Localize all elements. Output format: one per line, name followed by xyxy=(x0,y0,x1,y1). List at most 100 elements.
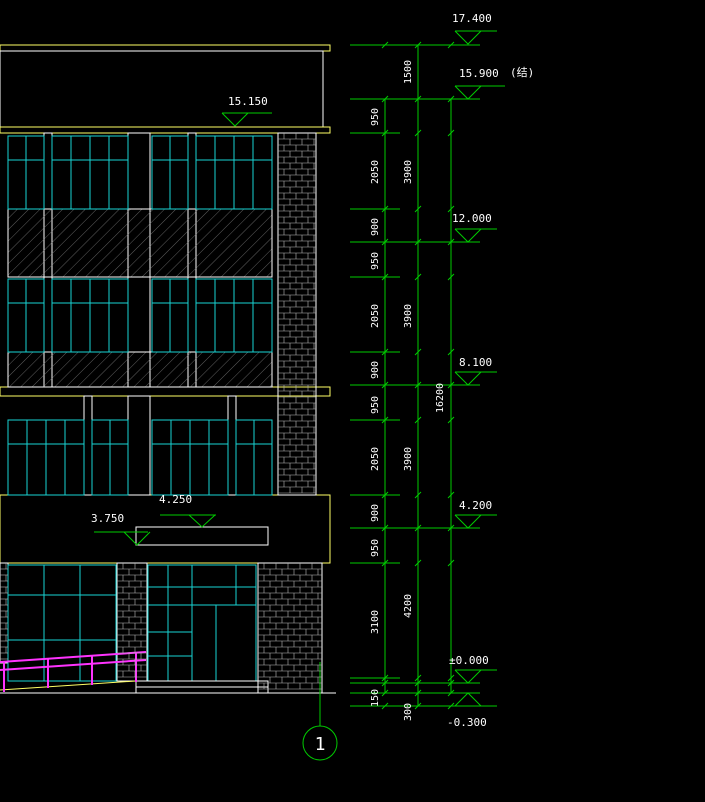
dimension-tick xyxy=(381,381,389,389)
brick-pier-right xyxy=(277,132,317,496)
dim-3100: 3100 xyxy=(370,610,381,634)
column xyxy=(227,395,237,496)
elevation-marker-8100: 8.100 xyxy=(454,356,497,386)
dim-3900: 3900 xyxy=(403,447,414,471)
dim-950: 950 xyxy=(370,396,381,414)
dimension-tick xyxy=(414,41,422,49)
dim-950: 950 xyxy=(370,539,381,557)
axis-bubble xyxy=(302,725,338,761)
brick-pier-ground-right xyxy=(257,562,323,694)
dimension-tick xyxy=(414,524,422,532)
dimension-tick xyxy=(381,348,389,356)
dim-1500: 1500 xyxy=(403,60,414,84)
spandrel-panel-3 xyxy=(7,351,273,388)
dimension-tick xyxy=(381,702,389,710)
elevation-label: ±0.000 xyxy=(449,654,489,667)
elevation-label: 4.200 xyxy=(459,499,492,512)
windows-floor-3 xyxy=(7,278,273,353)
elevation-label: 15.150 xyxy=(228,95,268,108)
dimension-tick xyxy=(414,381,422,389)
ramp xyxy=(0,680,137,691)
dimension-tick xyxy=(414,273,422,281)
dimension-tick xyxy=(381,416,389,424)
dimension-tick xyxy=(447,95,455,103)
signboard xyxy=(135,526,269,546)
dimension-tick xyxy=(447,689,455,697)
dimension-tick xyxy=(381,524,389,532)
windows-floor-2 xyxy=(7,419,273,496)
elevation-marker-3750: 3.750 xyxy=(91,512,151,546)
dim-950: 950 xyxy=(370,108,381,126)
column xyxy=(83,395,93,496)
brick-coursing xyxy=(117,563,147,678)
elevation-markers: 17.400 15.900 (结) 15.150 12.000 8.100 4.… xyxy=(91,12,534,729)
brick-coursing xyxy=(0,563,8,660)
dim-950: 950 xyxy=(370,252,381,270)
elevation-label: 8.100 xyxy=(459,356,492,369)
brick-pier-ground-left xyxy=(0,562,9,664)
elevation-label: 15.900 xyxy=(459,67,499,80)
entrance-step xyxy=(135,680,269,688)
column xyxy=(127,395,151,496)
dimension-tick xyxy=(447,205,455,213)
elevation-marker-4250: 4.250 xyxy=(159,493,216,528)
dimension-tick xyxy=(381,238,389,246)
dimension-tick xyxy=(381,491,389,499)
dim-16200: 16200 xyxy=(435,383,446,413)
dimension-tick xyxy=(414,129,422,137)
dimension-tick xyxy=(414,679,422,687)
dimension-tick xyxy=(381,205,389,213)
dimension-tick xyxy=(414,559,422,567)
dimension-chains xyxy=(350,41,480,710)
dim-150: 150 xyxy=(370,689,381,707)
dimension-tick xyxy=(447,273,455,281)
dim-2050: 2050 xyxy=(370,304,381,328)
elevation-label: -0.300 xyxy=(447,716,487,729)
dimension-tick xyxy=(381,41,389,49)
dim-300: 300 xyxy=(403,703,414,721)
elevation-label: 3.750 xyxy=(91,512,124,525)
entrance-step xyxy=(135,686,269,694)
dimension-tick xyxy=(381,559,389,567)
storefront-ground-floor xyxy=(7,564,257,682)
dim-3900: 3900 xyxy=(403,160,414,184)
dimension-tick xyxy=(414,95,422,103)
floor-slab-3 xyxy=(0,386,331,397)
dim-900: 900 xyxy=(370,504,381,522)
dimension-tick xyxy=(447,491,455,499)
building-facade: 1 xyxy=(0,44,338,761)
brick-coursing xyxy=(278,133,316,494)
dim-3900: 3900 xyxy=(403,304,414,328)
dimension-tick xyxy=(381,95,389,103)
elevation-marker-15900: 15.900 (结) xyxy=(454,66,534,100)
elevation-marker-17400: 17.400 xyxy=(452,12,497,45)
dimension-tick xyxy=(447,416,455,424)
dimension-tick xyxy=(414,674,422,682)
dimension-tick xyxy=(381,674,389,682)
elevation-marker-12000: 12.000 xyxy=(452,212,497,243)
roof-parapet-slab xyxy=(0,44,331,52)
windows-floor-4 xyxy=(7,135,273,210)
dimension-tick xyxy=(447,381,455,389)
dimension-tick xyxy=(381,129,389,137)
dimension-tick xyxy=(447,129,455,137)
dimension-tick xyxy=(414,238,422,246)
dimension-tick xyxy=(447,238,455,246)
dimension-tick xyxy=(414,689,422,697)
dimension-tick xyxy=(447,679,455,687)
dimension-tick xyxy=(447,702,455,710)
dimension-tick xyxy=(414,416,422,424)
spandrel-panel-4 xyxy=(7,208,273,278)
dimension-tick xyxy=(447,559,455,567)
elevation-label: 12.000 xyxy=(452,212,492,225)
dimension-tick xyxy=(414,205,422,213)
dimension-tick xyxy=(447,348,455,356)
dimension-tick xyxy=(381,273,389,281)
structural-note: (结) xyxy=(510,66,534,79)
dimension-labels: 1500 950 2050 900 950 2050 900 950 2050 … xyxy=(370,60,446,721)
dimension-tick xyxy=(447,41,455,49)
elevation-marker-m0300: -0.300 xyxy=(447,692,497,729)
dimension-tick xyxy=(381,679,389,687)
parapet-wall xyxy=(0,50,324,128)
